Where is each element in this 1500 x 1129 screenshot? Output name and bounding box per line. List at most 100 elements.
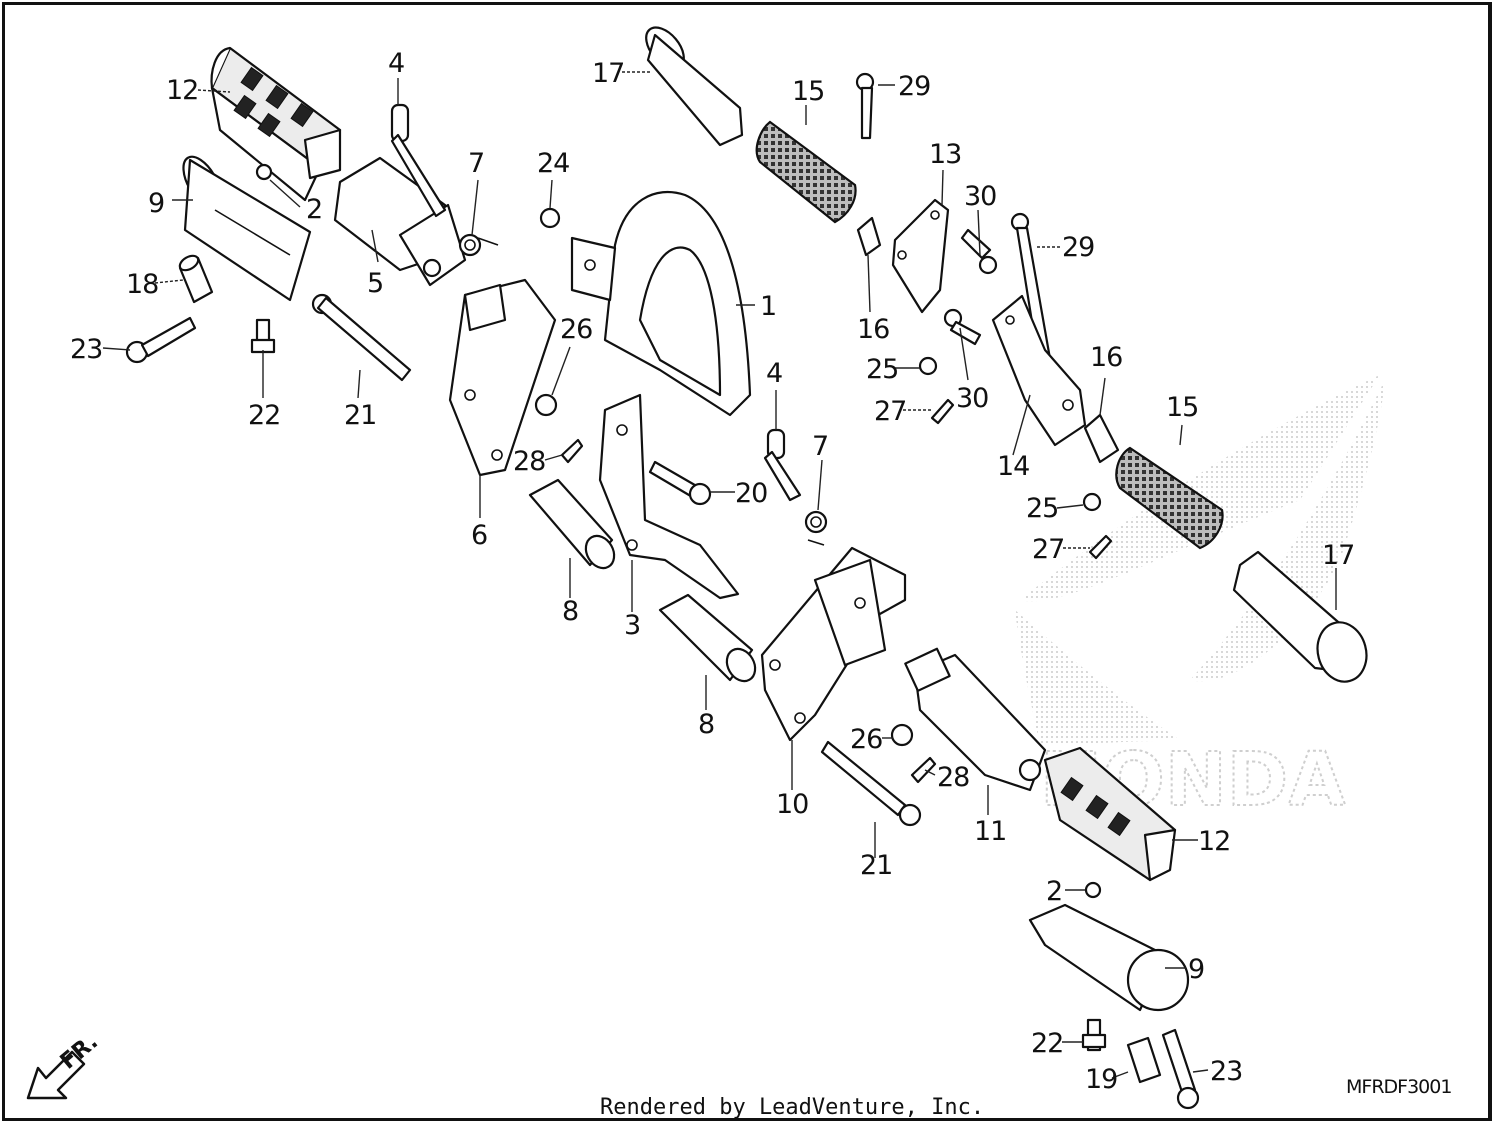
part-29-pin-top — [855, 72, 875, 140]
part-7-spring-middle — [804, 510, 828, 546]
callout-21: 21 — [344, 400, 376, 431]
part-8-collar-lower — [658, 593, 757, 683]
part-21-bolt-left — [311, 293, 412, 382]
callout-23: 23 — [1210, 1056, 1242, 1087]
callout-11: 11 — [974, 816, 1006, 847]
part-27-pin-right — [1088, 534, 1113, 560]
rendered-by-footer: Rendered by LeadVenture, Inc. — [600, 1095, 984, 1120]
part-26-nut-left — [534, 393, 558, 417]
callout-10: 10 — [776, 789, 808, 820]
part-9-cover-left — [182, 155, 312, 302]
callout-25: 25 — [1026, 493, 1058, 524]
callout-30: 30 — [956, 383, 988, 414]
front-direction-indicator: FR. — [26, 1029, 103, 1100]
part-26-nut-right — [890, 723, 914, 747]
part-10-bracket-right — [760, 546, 907, 742]
callout-27: 27 — [874, 396, 906, 427]
part-2-nut-right — [1084, 881, 1102, 899]
part-12-footpeg-rubber-left — [210, 46, 342, 202]
parts-artwork — [125, 26, 1368, 1110]
part-23-bolt-left — [125, 316, 197, 364]
part-8-collar-upper — [528, 478, 616, 570]
part-20-bolt — [648, 460, 712, 506]
callout-17: 17 — [1322, 540, 1354, 571]
callout-28: 28 — [513, 446, 545, 477]
part-17-peg-right — [1232, 550, 1368, 683]
part-4-pin-left — [390, 103, 447, 218]
part-5-footpeg-arm-left — [333, 156, 467, 287]
callout-19: 19 — [1085, 1064, 1117, 1095]
callout-28: 28 — [937, 762, 969, 793]
part-16-washer-right — [1083, 413, 1120, 464]
part-11-footpeg-arm-right — [904, 647, 1047, 792]
callout-26: 26 — [850, 724, 882, 755]
part-15-grip-top — [755, 120, 857, 224]
callout-16: 16 — [857, 314, 889, 345]
part-18-collar — [178, 254, 214, 304]
callout-30: 30 — [964, 181, 996, 212]
part-24-nut — [539, 207, 561, 229]
part-28-pin-right — [910, 756, 937, 784]
callout-29: 29 — [1062, 232, 1094, 263]
part-17-peg-top — [645, 26, 744, 147]
callout-14: 14 — [997, 451, 1029, 482]
callout-22: 22 — [1031, 1028, 1063, 1059]
callout-15: 15 — [1166, 392, 1198, 423]
part-19-collar — [1126, 1036, 1162, 1084]
callout-23: 23 — [70, 334, 102, 365]
callout-13: 13 — [929, 139, 961, 170]
callout-3: 3 — [624, 610, 640, 641]
callout-2: 2 — [1046, 876, 1062, 907]
callout-18: 18 — [126, 269, 158, 300]
callout-7: 7 — [468, 148, 484, 179]
callout-26: 26 — [560, 314, 592, 345]
part-27-pin-top — [930, 398, 955, 425]
part-25-nut-right — [1082, 492, 1102, 512]
callout-20: 20 — [735, 478, 767, 509]
callout-2: 2 — [306, 194, 322, 225]
part-7-spring-left — [458, 233, 499, 257]
part-25-nut-top — [918, 356, 938, 376]
callout-8: 8 — [698, 709, 714, 740]
part-4-pin-middle — [763, 428, 802, 502]
callout-12: 12 — [1198, 826, 1230, 857]
callout-21: 21 — [860, 850, 892, 881]
callout-17: 17 — [592, 58, 624, 89]
part-16-washer-top — [856, 216, 882, 257]
callout-22: 22 — [248, 400, 280, 431]
leader-lines — [102, 71, 1337, 1079]
callout-4: 4 — [388, 48, 404, 79]
part-14-bracket — [991, 294, 1087, 447]
part-23-bolt-right — [1161, 1028, 1200, 1110]
callouts: 12 4 17 15 29 7 24 13 30 2 9 5 29 18 1 1… — [70, 48, 1355, 1095]
part-1-heel-guard — [570, 190, 752, 417]
part-22-bolt-right — [1081, 1018, 1107, 1052]
part-2-nut-left — [255, 163, 273, 181]
callout-9: 9 — [1188, 954, 1204, 985]
part-3-brake-bracket — [598, 393, 740, 600]
callout-5: 5 — [367, 268, 383, 299]
part-9-cover-right — [1028, 903, 1190, 1012]
part-30-bolt-lower — [943, 308, 982, 346]
callout-6: 6 — [471, 520, 487, 551]
callout-25: 25 — [866, 354, 898, 385]
front-arrow-icon — [26, 1050, 86, 1100]
part-6-bracket-left — [448, 278, 557, 477]
callout-15: 15 — [792, 76, 824, 107]
diagram-code: MFRDF3001 — [1346, 1076, 1451, 1098]
callout-24: 24 — [537, 148, 569, 179]
callout-16: 16 — [1090, 342, 1122, 373]
callout-1: 1 — [760, 291, 776, 322]
callout-7: 7 — [812, 431, 828, 462]
part-15-grip-right — [1115, 446, 1224, 550]
part-12-footpeg-rubber-right — [1043, 746, 1177, 882]
part-21-bolt-right — [820, 740, 922, 827]
callout-8: 8 — [562, 596, 578, 627]
callout-12: 12 — [166, 75, 198, 106]
part-28-pin-left — [560, 438, 584, 464]
part-13-bracket — [891, 198, 950, 314]
callout-27: 27 — [1032, 534, 1064, 565]
part-22-bolt-left — [250, 318, 276, 354]
callout-4: 4 — [766, 358, 782, 389]
